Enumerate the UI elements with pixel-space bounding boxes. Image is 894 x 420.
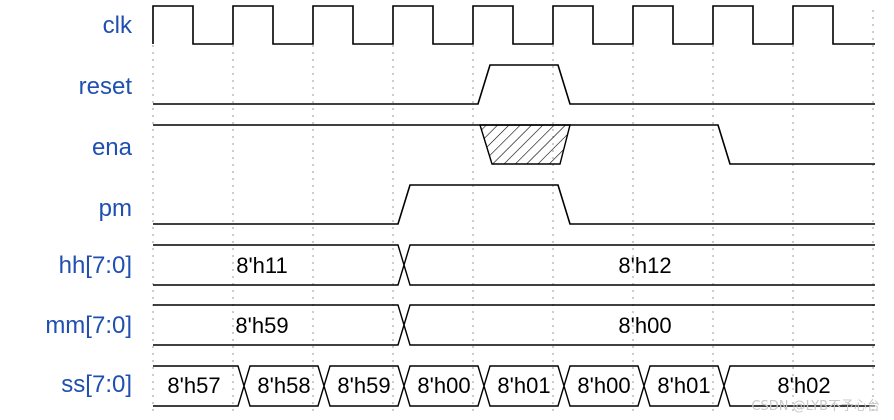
watermark: CSDN @LYB不予心台: [751, 399, 880, 414]
mm-bus-value: 8'h00: [618, 313, 671, 338]
signal-label-hh: hh[7:0]: [59, 252, 132, 279]
hh-bus-outline: [153, 244, 875, 286]
signal-label-reset: reset: [79, 73, 133, 100]
ss-bus-value: 8'h59: [337, 373, 390, 398]
ss-bus-value: 8'h01: [497, 373, 550, 398]
ena-dont-care-region: [479, 124, 571, 165]
ss-bus-value: 8'h01: [657, 373, 710, 398]
ss-bus-value: 8'h00: [577, 373, 630, 398]
signal-label-ena: ena: [92, 134, 133, 161]
clock-edge-grid: [152, 10, 874, 412]
reset-waveform: [153, 64, 875, 105]
ss-bus-value: 8'h58: [257, 373, 310, 398]
mm-bus-value: 8'h59: [235, 313, 288, 338]
signal-label-pm: pm: [99, 195, 132, 222]
ss-bus-value: 8'h57: [167, 373, 220, 398]
signal-label-clk: clk: [103, 12, 133, 39]
hh-bus-value: 8'h11: [236, 253, 288, 278]
hh-bus-value: 8'h12: [618, 253, 671, 278]
clk-waveform: [152, 5, 875, 45]
mm-bus-outline: [153, 304, 875, 346]
ss-bus-value: 8'h02: [777, 373, 830, 398]
ena-waveform: [153, 124, 875, 165]
signal-label-ss: ss[7:0]: [61, 371, 132, 398]
ss-bus-outline: [153, 365, 875, 407]
ss-bus-value: 8'h00: [417, 373, 470, 398]
signal-label-mm: mm[7:0]: [45, 312, 132, 339]
pm-waveform: [153, 184, 875, 225]
